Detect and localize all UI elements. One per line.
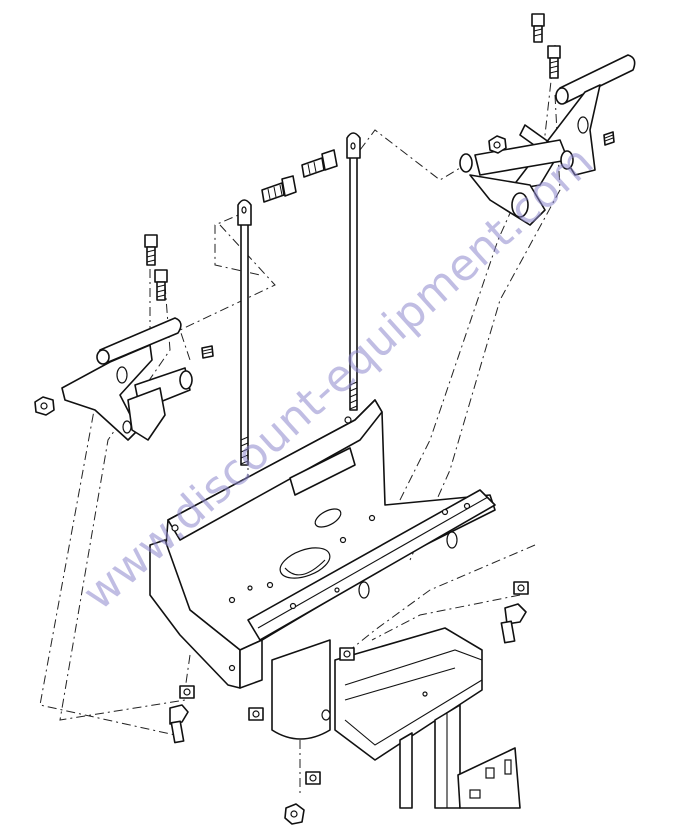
left-tie-rod	[237, 199, 252, 466]
lock-nut	[179, 685, 195, 699]
hex-bolt	[154, 269, 168, 301]
mast-post	[271, 639, 331, 740]
lock-nut	[513, 581, 529, 595]
lock-nut	[488, 135, 507, 154]
lock-nut	[284, 803, 305, 825]
hex-bolt	[301, 149, 338, 178]
hex-bolt	[547, 45, 561, 79]
mast-upright-left	[399, 732, 413, 809]
grease-fitting	[603, 131, 615, 146]
grease-fitting	[201, 345, 214, 359]
mast-channel	[334, 627, 483, 761]
hex-bolt	[261, 175, 297, 203]
lock-nut	[34, 396, 55, 416]
hex-bolt	[144, 234, 158, 266]
mast-assembly	[271, 627, 521, 809]
hex-bolt	[169, 704, 189, 744]
hex-bolt	[500, 603, 527, 644]
post-socket-hole	[279, 547, 331, 579]
right-tie-rod	[346, 132, 361, 411]
lock-nut	[248, 707, 264, 721]
hex-bolt	[531, 13, 545, 43]
post-bolt-hole	[321, 709, 331, 721]
left-pivot-bracket	[61, 317, 193, 441]
lock-nut	[305, 771, 321, 785]
lock-nut	[339, 647, 355, 661]
right-pivot-bracket	[459, 54, 636, 226]
mounting-plate	[149, 399, 496, 689]
